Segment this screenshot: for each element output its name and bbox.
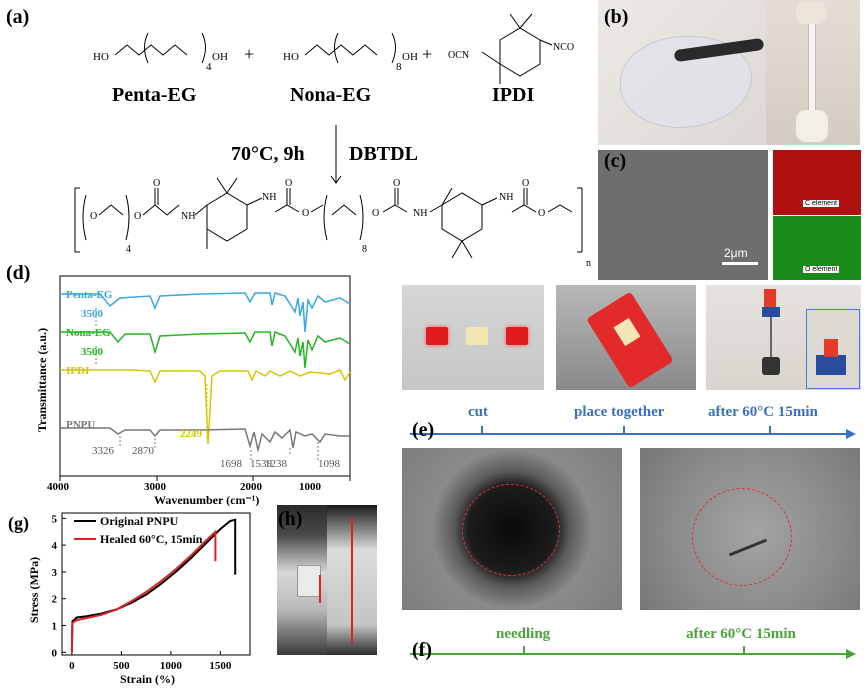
reactant-name: IPDI [492,84,534,106]
peak-label: 3326 [92,445,115,457]
plus-sign: + [422,44,432,64]
ocn-group: OCN [448,50,469,61]
x-tick-label: 2000 [240,481,263,493]
reactant-name: Penta-EG [112,84,197,106]
timeline-step: place together [574,404,665,420]
x-axis-label: Strain (%) [120,672,175,686]
panel-label-h: (h) [278,508,303,530]
series-line [70,518,237,653]
sem-image: 2μm [598,150,768,280]
oxygen-map-label: O element [803,266,840,273]
peak-label: 1238 [265,458,288,470]
oxygen-atom: O [153,178,160,189]
x-tick-label: 1000 [299,481,322,493]
ho-group: HO [93,51,109,63]
ftir-spectra: 4000 3000 2000 1000 Wavenumber (cm⁻¹) Tr… [35,275,351,507]
oxygen-atom: O [538,208,545,219]
y-axis-label: Transmittance (a.u.) [35,328,49,432]
cut-samples-photo [402,285,544,390]
oxygen-atom: O [90,211,97,222]
timeline-e: cut place together after 60°C 15min (e) [410,404,856,441]
plus-sign: + [244,44,254,64]
series-label: Nona-EG [66,327,111,339]
panel-label-g: (g) [8,513,29,534]
plot-frame [61,512,251,656]
nh-group: NH [499,192,513,203]
scale-bar-label: 2μm [724,246,748,260]
x-tick-label: 500 [113,660,130,672]
needled-micrograph [402,448,622,610]
oxygen-map: O element [773,216,861,280]
reaction-scheme: HO 4 OH + HO 8 OH + OCN NCO Penta-EG Non… [74,13,591,269]
nh-group: NH [262,192,276,203]
panel-label-f: (f) [412,639,432,661]
oh-group: OH [402,51,418,63]
oxygen-atom: O [522,178,529,189]
y-tick-label: 0 [52,647,58,659]
oxygen-atom: O [285,178,292,189]
oh-group: OH [212,51,228,63]
ho-group: HO [283,51,299,63]
panel-label-c: (c) [604,150,627,172]
oxygen-atom: O [372,208,379,219]
stress-strain-chart: 0 500 1000 1500 0 1 2 3 4 5 (g) Stress (MPa) Stra… [8,512,251,686]
nco-group: NCO [553,42,574,53]
x-tick-label: 4000 [47,481,70,493]
series-line [70,529,217,653]
y-tick-label: 4 [52,540,58,552]
oxygen-atom: O [393,178,400,189]
condition-catalyst: DBTDL [349,143,418,165]
x-axis-label: Wavenumber (cm⁻¹) [154,493,259,507]
x-tick-label: 0 [69,660,75,672]
peak-label: 2870 [132,445,155,457]
chain-subscript: 8 [362,244,367,255]
carbon-map: C element [773,150,861,215]
x-tick-label: 1000 [160,660,183,672]
weight-test-photo [706,285,861,390]
series-label: IPDI [66,365,89,377]
chain-subscript: 4 [126,244,131,255]
panel-label-d: (d) [6,262,31,284]
y-tick-label: 1 [52,621,58,633]
y-tick-label: 5 [52,513,58,525]
x-tick-label: 1500 [209,660,232,672]
y-tick-label: 2 [52,594,58,606]
panel-label-e: (e) [412,419,434,441]
peak-label: 1698 [220,458,243,470]
timeline-step: cut [468,404,488,420]
reactant-name: Nona-EG [290,84,372,106]
chain-subscript: 8 [396,61,402,73]
peak-label: 3500 [81,308,104,320]
nh-group: NH [413,208,427,219]
x-tick-label: 3000 [144,481,167,493]
y-axis-label: Stress (MPa) [27,557,41,623]
legend-label: Healed 60°C, 15min [100,532,203,546]
timeline-f: needling after 60°C 15min (f) [410,626,856,661]
timeline-step: after 60°C 15min [708,404,819,420]
nh-group: NH [181,211,195,222]
joined-sample-photo [556,285,696,390]
tensile-test-photo [277,505,377,655]
peak-label: 3500 [81,346,104,358]
chain-subscript: 4 [206,61,212,73]
timeline-step: needling [496,626,551,642]
peak-label: 1539 [250,458,273,470]
series-label: PNPU [66,419,95,431]
peak-label: 1098 [318,458,341,470]
legend-label: Original PNPU [100,514,179,528]
healed-micrograph [640,448,860,610]
repeat-subscript: n [586,258,591,269]
film-photo [598,0,860,145]
series-label: Penta-EG [66,289,113,301]
oxygen-atom: O [302,208,309,219]
peak-label: 2249 [180,428,203,440]
timeline-step: after 60°C 15min [686,626,797,642]
panel-label-b: (b) [604,6,629,28]
condition-temperature: 70°C, 9h [231,143,305,165]
carbon-map-label: C element [803,200,839,207]
oxygen-atom: O [134,211,141,222]
panel-label-a: (a) [6,6,30,28]
y-tick-label: 3 [52,567,58,579]
